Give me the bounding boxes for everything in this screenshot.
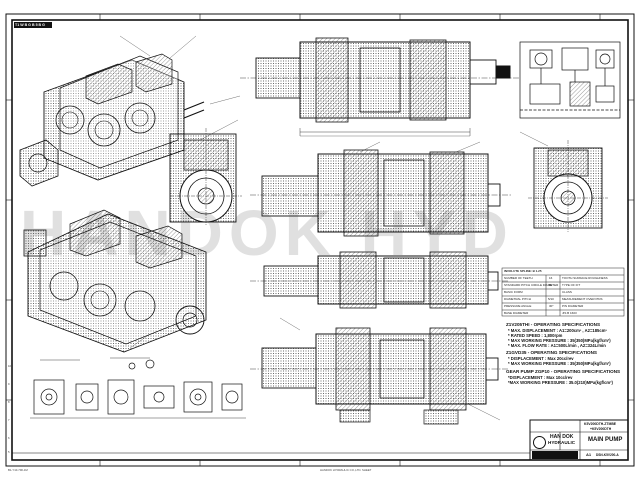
leader-lines (119, 35, 549, 421)
margin-number: 9 (8, 382, 10, 386)
spec-line: * MAX. DISPLACEMENT : A1=200cm³ , A2=185… (508, 328, 607, 333)
hydraulic-schematic (519, 41, 621, 119)
spec-line: * DISPLACEMENT : Max 20cc/rev (508, 356, 574, 361)
drawing-title: MAIN PUMP (588, 437, 623, 443)
front-view (250, 251, 508, 309)
spec-line: * MAX WORKING PRESSURE : 35(350)MPa(kgf/… (508, 361, 611, 366)
inner-frame (11, 19, 629, 461)
spec-gear-title: GEAR PUMP ZGP10 - OPERATING SPECIFICATIO… (506, 369, 621, 374)
outer-frame (5, 13, 635, 467)
spline-cell: BASE DIAMETER (504, 311, 529, 315)
bottom-note: HANDOK HYDRAULIC CO.,LTD. SHEET (320, 468, 372, 472)
company-name-line2: HYDRAULIC (548, 440, 576, 445)
margin-number: 5 (8, 450, 10, 454)
spline-cell: TYPE OF FIT (562, 283, 581, 287)
spec-line: * MAX WORKING PRESSURE : 35(350)MPa(kgf/… (508, 338, 611, 343)
bottom-left-code: B1-Y10-790-1M (8, 468, 28, 472)
spline-cell: BASIC FORM (504, 290, 523, 294)
spline-cell: STANDARD PITCH CIRCLE DIAMETER (504, 283, 559, 287)
drawing-number: DSN-K5V200-A (596, 453, 619, 457)
margin-number: 6 (8, 436, 10, 440)
spline-cell: PIN DIAMETER (562, 304, 584, 308)
spline-cell: 30° (549, 304, 554, 308)
end-view-left (169, 128, 242, 226)
spline-table-grid (501, 267, 625, 317)
margin-number: 7 (8, 418, 10, 422)
company-logo-icon (533, 436, 546, 449)
margin-number: 8 (8, 400, 10, 404)
iso-view-bottom (23, 209, 207, 353)
spec-line: *DISPLACEMENT : Max 10cc/rev (508, 375, 573, 380)
bottom-view (250, 327, 508, 425)
margin-number: 10 (8, 364, 12, 368)
model-code-1: K5V200DTH-ZTMBE (584, 422, 617, 426)
spline-cell: 16 (549, 276, 553, 280)
spline-cell: 80 (549, 283, 553, 287)
detail-views-bottom-left (30, 357, 246, 419)
spline-cell: NUMBER OF TEETH (504, 276, 533, 280)
spline-cell: MEASUREMENT OVER PINS (562, 297, 603, 301)
side-view (250, 135, 512, 237)
watermark-text: HANDOK HYD (20, 197, 514, 269)
frame-ticks (6, 14, 634, 466)
iso-view-top (19, 53, 205, 187)
spline-cell: PRESSURE ANGLE (504, 304, 532, 308)
spec-line: *MAX WORKING PRESSURE : 35.0(210)MPa(kgf… (508, 380, 613, 385)
spec-sub-title: Z1GVD35 - OPERATING SPECIFICATIONS (506, 350, 597, 355)
spec-line: * MAX. FLOW RATE : A1=500L/min , A2=324L… (508, 343, 606, 348)
spec-line: * RATED SPEED : 1,800rpm (508, 333, 563, 338)
spline-cell: JIS B 1603 (562, 311, 577, 315)
end-view-right (528, 140, 608, 232)
company-name-line1: HAN DOK (550, 434, 574, 440)
spline-cell: 5/10 (548, 297, 554, 301)
top-left-code: T1 W B G B 5 B G (15, 23, 45, 27)
top-view (240, 37, 520, 136)
model-code-2: +K5V200DTH (590, 427, 612, 431)
spec-main-title: Z1V205THI - OPERATING SPECIFICATIONS (506, 322, 601, 327)
spline-table-header: INVOLUTE SPLINE: B 1.25 (504, 269, 542, 273)
sheet-size: A1 (586, 452, 592, 457)
top-left-code-box (14, 22, 52, 28)
spline-cell: CLASS (562, 290, 572, 294)
spline-cell: DIAMETRAL PITCH (504, 297, 531, 301)
title-block-grid (12, 419, 629, 461)
spline-cell: TOOTH SURFACE ROUGHNESS (562, 276, 608, 280)
